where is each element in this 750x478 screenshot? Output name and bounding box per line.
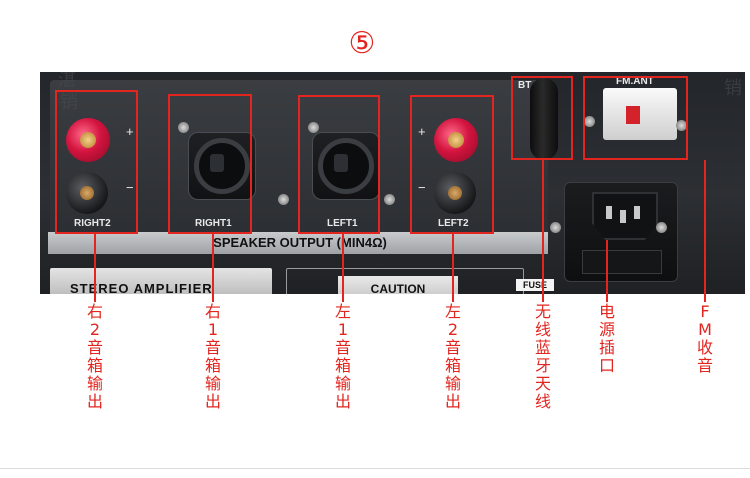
highlight-left1	[298, 95, 380, 234]
plus-sign: +	[418, 124, 426, 139]
watermark: 销	[60, 92, 78, 113]
leader-line	[606, 240, 608, 302]
speaker-output-label: SPEAKER OUTPUT (MIN4Ω)	[213, 235, 387, 250]
speaker-output-strip	[48, 232, 548, 254]
leader-line	[542, 160, 544, 302]
highlight-left2	[410, 95, 494, 234]
leader-line	[452, 234, 454, 302]
stereo-amplifier-plate	[50, 268, 272, 294]
fm-antenna-clip	[603, 88, 677, 140]
fuse-drawer	[582, 250, 662, 274]
leader-line	[342, 234, 344, 302]
power-socket	[592, 192, 658, 240]
label-left2: LEFT2	[438, 218, 469, 229]
fm-ant-label: FM.ANT	[616, 76, 654, 87]
caution-label: CAUTION	[370, 282, 426, 294]
fm-antenna-red-clip	[626, 106, 640, 124]
power-pin	[606, 206, 612, 219]
screw-icon	[550, 222, 561, 233]
watermark: 销	[724, 78, 742, 99]
stereo-amplifier-label: STEREO AMPLIFIER	[70, 281, 213, 294]
highlight-fm-antenna	[583, 76, 688, 160]
fuse-label: FUSE	[516, 279, 554, 291]
bottom-divider	[0, 468, 750, 469]
step-number-marker: ⑤	[348, 26, 376, 61]
bluetooth-antenna	[530, 78, 558, 160]
power-pin	[634, 206, 640, 219]
power-pin	[620, 210, 626, 223]
bt-label: BT	[518, 80, 532, 91]
label-right2: RIGHT2	[74, 218, 111, 229]
callout-bluetooth-antenna: 无线蓝牙天线	[534, 302, 551, 411]
highlight-bluetooth-antenna	[511, 76, 573, 160]
screw-icon	[384, 194, 395, 205]
label-left1: LEFT1	[327, 218, 358, 229]
plus-sign: +	[126, 124, 134, 139]
leader-line	[94, 234, 96, 302]
highlight-right2	[55, 90, 138, 234]
screw-icon	[656, 222, 667, 233]
screw-icon	[308, 122, 319, 133]
minus-sign: −	[126, 180, 134, 195]
screw-icon	[584, 116, 595, 127]
label-right1: RIGHT1	[195, 218, 232, 229]
binding-post-core	[448, 132, 464, 148]
screw-icon	[178, 122, 189, 133]
speakon-connector-right1	[188, 132, 256, 200]
binding-post-core	[448, 186, 462, 200]
caution-plate	[338, 276, 458, 294]
screw-icon	[676, 120, 687, 131]
leader-line	[704, 160, 706, 302]
minus-sign: −	[418, 180, 426, 195]
binding-post-core	[80, 186, 94, 200]
highlight-right1	[168, 94, 252, 234]
speakon-connector-left1	[312, 132, 380, 200]
callout-power-socket: 电源插口	[598, 302, 615, 375]
binding-post-core	[80, 132, 96, 148]
screw-icon	[278, 194, 289, 205]
watermark: 湛	[58, 72, 76, 91]
leader-line	[212, 234, 214, 302]
